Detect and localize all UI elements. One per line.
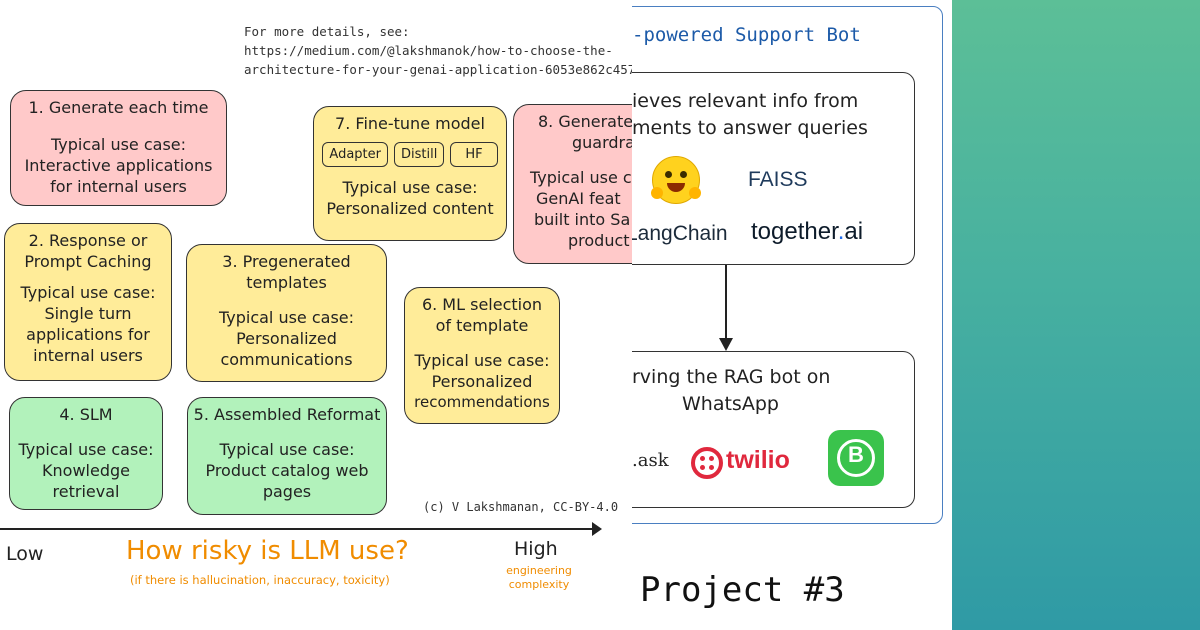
use-case-text: Personalized content [326, 199, 494, 218]
use-case-label: Typical use case: [342, 178, 478, 197]
eng-line: complexity [508, 578, 570, 591]
use-case-text: GenAI feat [536, 189, 621, 208]
genai-architecture-diagram: For more details, see: https://medium.co… [0, 22, 632, 592]
box-title: 2. Response or [28, 231, 148, 250]
use-case-text: Interactive applications [24, 156, 213, 175]
risk-axis-line [0, 528, 600, 530]
box-assembled-reformat: 5. Assembled Reformat Typical use case: … [187, 397, 387, 515]
eng-line: engineering [506, 564, 572, 577]
use-case-label: Typical use case: [50, 135, 187, 154]
use-case-text: internal users [33, 346, 143, 365]
box-title: Prompt Caching [24, 252, 152, 271]
box-title: 7. Fine-tune model [335, 114, 485, 133]
together-text: together [751, 218, 838, 245]
box-response-caching: 2. Response or Prompt Caching Typical us… [4, 223, 172, 381]
together-ai-logo: together.ai [751, 218, 863, 246]
faiss-logo: FAISS [748, 168, 808, 191]
box-title: of template [435, 316, 529, 335]
box-title: guardrails [572, 133, 632, 152]
flow-arrowhead [719, 338, 733, 351]
details-note: For more details, see: https://medium.co… [244, 22, 632, 79]
use-case-text: pages [262, 482, 312, 501]
hugging-face-icon [651, 156, 701, 204]
project-3-panel: -powered Support Bot ieves relevant info… [632, 0, 952, 630]
use-case-text: recommendations [414, 393, 550, 411]
use-case-text: Single turn [44, 304, 132, 323]
axis-title: How risky is LLM use? [126, 536, 409, 566]
box-title: 6. ML selection [421, 295, 543, 314]
gradient-side-panel [952, 0, 1200, 630]
use-case-text: built into Sa [534, 210, 631, 229]
flask-logo: .ask [632, 450, 669, 471]
together-dot: . [837, 218, 845, 245]
use-case-label: Typical use case: [20, 283, 156, 302]
project-label: Project #3 [640, 570, 845, 610]
risk-axis-arrowhead [592, 522, 602, 536]
box-title: 3. Pregenerated [222, 252, 351, 271]
note-line: For more details, see: [244, 24, 410, 39]
use-case-text: for internal users [50, 177, 187, 196]
axis-subtitle: (if there is hallucination, inaccuracy, … [130, 573, 390, 587]
whatsapp-business-icon: B [828, 430, 884, 486]
box-pregenerated-templates: 3. Pregenerated templates Typical use ca… [186, 244, 387, 382]
engineering-complexity-label: engineering complexity [500, 564, 578, 592]
use-case-text: product [568, 231, 630, 250]
chip-adapter: Adapter [322, 142, 388, 167]
project-frame [632, 6, 943, 524]
use-case-text: Product catalog web [205, 461, 369, 480]
box-fine-tune-model: 7. Fine-tune model Adapter Distill HF Ty… [313, 106, 507, 241]
box-ml-template-selection: 6. ML selection of template Typical use … [404, 287, 560, 424]
langchain-logo: LangChain [632, 222, 728, 245]
project-title: -powered Support Bot [632, 24, 861, 46]
whatsapp-b-letter: B [848, 442, 864, 467]
twilio-icon [691, 447, 723, 479]
use-case-text: applications for [26, 325, 150, 344]
axis-low-label: Low [6, 543, 44, 565]
note-link-line[interactable]: https://medium.com/@lakshmanok/how-to-ch… [244, 43, 613, 58]
box-generate-each-time: 1. Generate each time Typical use case: … [10, 90, 227, 206]
box-title: 1. Generate each time [28, 98, 209, 117]
axis-high-label: High [514, 538, 558, 560]
use-case-text: communications [220, 350, 353, 369]
box-title: templates [246, 273, 327, 292]
use-case-label: Typical use case: [414, 351, 550, 370]
serving-step-text: rving the RAG bot on [632, 366, 831, 388]
retrieval-step-text: ieves relevant info from [632, 90, 859, 112]
together-ai-text: ai [844, 218, 864, 245]
use-case-label: Typical use case: [18, 440, 154, 459]
box-slm: 4. SLM Typical use case: Knowledge retri… [9, 397, 163, 510]
copyright-note: (c) V Lakshmanan, CC-BY-4.0 [423, 500, 619, 514]
use-case-label: Typical use c [530, 168, 632, 187]
use-case-text: Knowledge [42, 461, 130, 480]
use-case-label: Typical use case: [219, 440, 355, 459]
box-title: 5. Assembled Reformat [193, 405, 381, 424]
use-case-label: Typical use case: [218, 308, 355, 327]
use-case-text: retrieval [52, 482, 120, 501]
chip-hf: HF [450, 142, 498, 167]
note-link-line[interactable]: architecture-for-your-genai-application-… [244, 62, 632, 77]
retrieval-step-text: ments to answer queries [632, 117, 868, 139]
box-title: 8. Generate [538, 112, 632, 131]
twilio-logo: twilio [726, 446, 790, 474]
fine-tune-methods: Adapter Distill HF [318, 142, 502, 167]
box-title: 4. SLM [59, 405, 113, 424]
flow-arrow-line [725, 265, 727, 342]
box-generate-guardrails: 8. Generate guardrails Typical use c Gen… [513, 104, 632, 264]
chip-distill: Distill [393, 142, 445, 167]
use-case-text: Personalized [236, 329, 337, 348]
use-case-text: Personalized [431, 372, 533, 391]
serving-step-text: WhatsApp [682, 393, 779, 415]
